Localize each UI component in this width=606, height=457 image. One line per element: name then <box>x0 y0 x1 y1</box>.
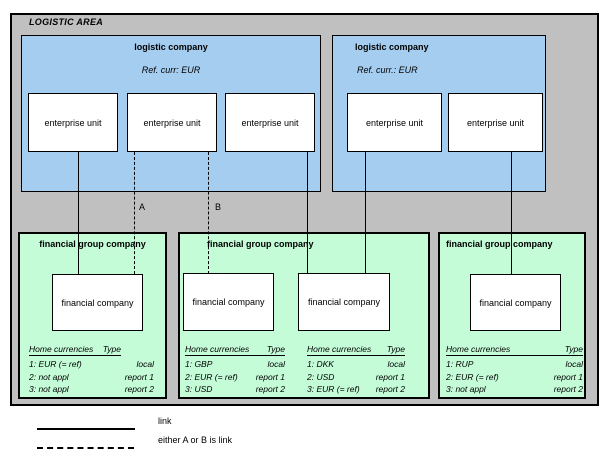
row-type: report 2 <box>375 383 405 394</box>
link-line-eu5-fc4 <box>511 152 512 274</box>
row-currency: 3: not appl <box>29 383 69 394</box>
row-type: report 1 <box>124 371 154 382</box>
link-line-eu3-fc3 <box>307 152 308 274</box>
enterprise-unit-1: enterprise unit <box>28 93 118 152</box>
row-type: report 1 <box>553 371 583 382</box>
enterprise-unit-2: enterprise unit <box>127 93 217 152</box>
header-type: Type <box>266 344 285 354</box>
row-type: report 2 <box>124 383 154 394</box>
row-currency: 1: DKK <box>307 359 334 370</box>
row-type: local <box>267 359 285 370</box>
row-type: local <box>565 359 583 370</box>
row-currency: 2: EUR (= ref) <box>446 371 499 382</box>
row-type: report 2 <box>553 383 583 394</box>
logistic-company-2-ref-currency: Ref. curr.: EUR <box>357 65 418 75</box>
currency-table-header: Home currencies Type <box>446 344 583 356</box>
financial-group-2-title: financial group company <box>207 239 314 249</box>
link-line-eu4-fc3 <box>365 152 366 274</box>
financial-company-2: financial company <box>183 273 274 331</box>
header-home-currencies: Home currencies <box>29 344 94 354</box>
logistic-company-1-title: logistic company <box>134 42 208 52</box>
table-row: 3: EUR (= ref) report 2 <box>307 383 405 395</box>
row-currency: 1: GBP <box>185 359 213 370</box>
table-row: 1: RUP local <box>446 358 583 370</box>
financial-company-1: financial company <box>52 274 143 331</box>
row-currency: 1: RUP <box>446 359 474 370</box>
link-line-a-dashed <box>134 152 135 274</box>
row-currency: 3: USD <box>185 383 213 394</box>
enterprise-unit-5: enterprise unit <box>448 93 543 152</box>
row-currency: 1: EUR (= ref) <box>29 359 82 370</box>
table-row: 1: GBP local <box>185 358 285 370</box>
currency-table-group2-company1: Home currencies Type 1: GBP local 2: EUR… <box>185 344 285 395</box>
legend-solid-label: link <box>158 416 172 426</box>
row-type: report 1 <box>375 371 405 382</box>
table-row: 1: DKK local <box>307 358 405 370</box>
row-type: report 2 <box>255 383 285 394</box>
row-type: local <box>387 359 405 370</box>
enterprise-unit-4: enterprise unit <box>347 93 442 152</box>
financial-group-3-title: financial group company <box>446 239 553 249</box>
row-type: local <box>136 359 154 370</box>
row-currency: 2: USD <box>307 371 335 382</box>
logistic-company-2-title: logistic company <box>355 42 429 52</box>
table-row: 3: USD report 2 <box>185 383 285 395</box>
row-currency: 2: EUR (= ref) <box>185 371 238 382</box>
table-row: 2: EUR (= ref) report 1 <box>185 370 285 382</box>
header-home-currencies: Home currencies <box>307 344 372 354</box>
currency-table-group3: Home currencies Type 1: RUP local 2: EUR… <box>446 344 583 395</box>
currency-table-group2-company2: Home currencies Type 1: DKK local 2: USD… <box>307 344 405 395</box>
enterprise-unit-3: enterprise unit <box>225 93 315 152</box>
table-row: 2: EUR (= ref) report 1 <box>446 370 583 382</box>
currency-table-group1: Home currencies Type 1: EUR (= ref) loca… <box>29 344 154 395</box>
link-line-eu1-fc1 <box>78 152 79 274</box>
financial-company-4: financial company <box>470 274 561 331</box>
link-label-b: B <box>215 202 222 212</box>
currency-table-header: Home currencies Type <box>29 344 121 356</box>
header-type: Type <box>102 344 121 354</box>
financial-group-1-title: financial group company <box>39 239 146 249</box>
link-label-a: A <box>139 202 146 212</box>
currency-table-header: Home currencies Type <box>307 344 405 356</box>
row-currency: 2: not appl <box>29 371 69 382</box>
table-row: 2: USD report 1 <box>307 370 405 382</box>
header-type: Type <box>386 344 405 354</box>
legend-dashed-line <box>37 447 134 449</box>
row-type: report 1 <box>255 371 285 382</box>
table-row: 1: EUR (= ref) local <box>29 358 154 370</box>
table-row: 3: not appl report 2 <box>29 383 154 395</box>
legend-dashed-label: either A or B is link <box>158 435 233 445</box>
header-type: Type <box>564 344 583 354</box>
table-row: 3: not appl report 2 <box>446 383 583 395</box>
row-currency: 3: not appl <box>446 383 486 394</box>
financial-company-3: financial company <box>298 273 390 331</box>
link-line-b-dashed <box>208 152 209 274</box>
header-home-currencies: Home currencies <box>446 344 511 354</box>
logistic-area-title: LOGISTIC AREA <box>29 17 104 27</box>
logistic-company-1-ref-currency: Ref. curr: EUR <box>141 65 201 75</box>
currency-table-header: Home currencies Type <box>185 344 285 356</box>
header-home-currencies: Home currencies <box>185 344 250 354</box>
table-row: 2: not appl report 1 <box>29 370 154 382</box>
row-currency: 3: EUR (= ref) <box>307 383 360 394</box>
legend-solid-line <box>37 428 135 430</box>
